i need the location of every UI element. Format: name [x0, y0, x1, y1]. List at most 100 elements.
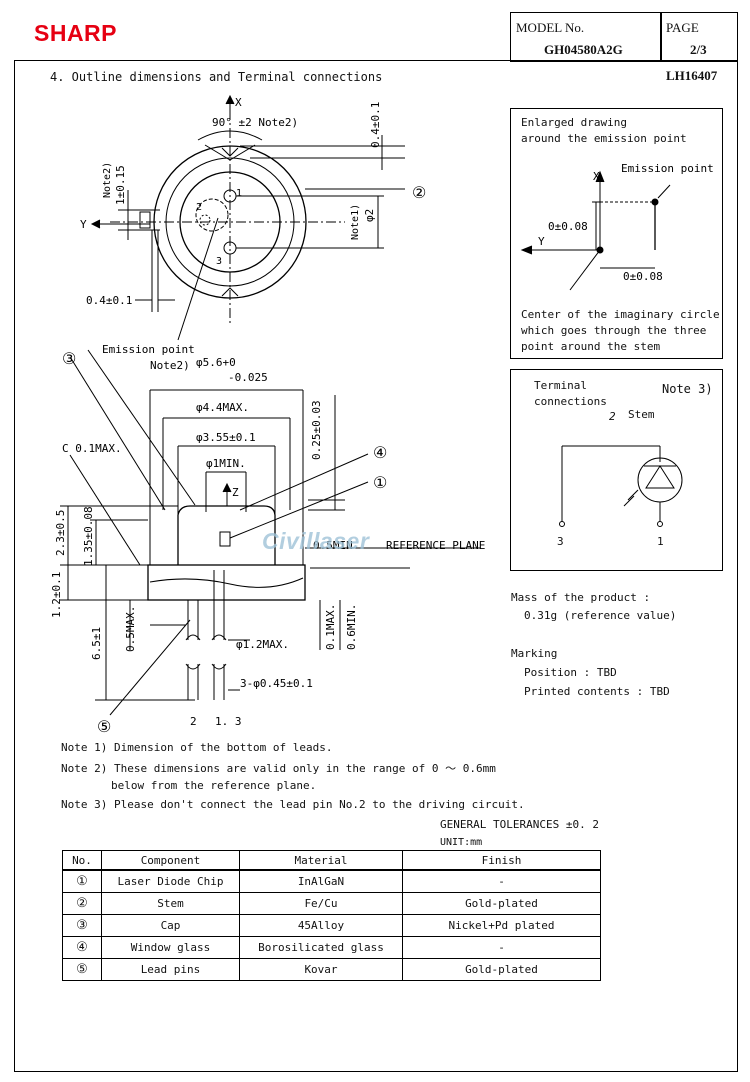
header-material: Material	[239, 850, 403, 871]
enlarged-caption-1: Center of the imaginary circle	[521, 308, 720, 321]
table-row: ⑤ Lead pins Kovar Gold-plated	[62, 958, 601, 981]
page-label: PAGE	[666, 20, 699, 35]
note-2: Note 2) These dimensions are valid only …	[61, 762, 496, 775]
model-box	[510, 12, 662, 62]
enlarged-box	[510, 108, 723, 359]
lead-label-right: 1. 3	[215, 715, 242, 728]
terminal-diagram	[559, 445, 683, 527]
dim-65: 6.5±1	[90, 627, 103, 660]
axis-z-label: Z	[232, 486, 239, 499]
cell-finish: -	[402, 869, 601, 893]
cell-material: 45Alloy	[239, 914, 403, 937]
enlarged-emission: Emission point	[621, 162, 714, 175]
note-3: Note 3) Please don't connect the lead pi…	[61, 798, 525, 811]
chamfer-label: C 0.1MAX.	[62, 442, 122, 455]
cell-component: Lead pins	[101, 958, 240, 981]
phi1-label: φ1MIN.	[206, 457, 246, 470]
lead-label-left: 2	[190, 715, 197, 728]
dim-phi12: φ1.2MAX.	[236, 638, 289, 651]
dim-phi2: φ2	[363, 209, 376, 222]
dim-05min: 0.5MIN	[313, 539, 353, 552]
header-component: Component	[101, 850, 240, 871]
page-frame	[14, 60, 738, 1072]
phi56-note: Note2)	[150, 359, 190, 372]
cell-finish: Nickel+Pd plated	[402, 914, 601, 937]
header-no: No.	[62, 850, 102, 871]
note-1: Note 1) Dimension of the bottom of leads…	[61, 741, 333, 754]
table-row: ④ Window glass Borosilicated glass -	[62, 936, 601, 959]
cell-component: Laser Diode Chip	[101, 869, 240, 893]
section-title: 4. Outline dimensions and Terminal conne…	[50, 70, 383, 84]
terminal-pin-right: 1	[657, 535, 664, 548]
enlarged-title-1: Enlarged drawing	[521, 116, 627, 129]
table-row: ② Stem Fe/Cu Gold-plated	[62, 892, 601, 915]
cell-component: Window glass	[101, 936, 240, 959]
table-header-row: No. Component Material Finish	[62, 850, 601, 871]
pin1-label: 1	[236, 188, 242, 199]
enlarged-x: X	[593, 170, 600, 183]
dim-left-top: 1±0.15	[114, 165, 127, 205]
dim-12: 1.2±0.1	[50, 572, 63, 618]
cell-material: InAlGaN	[239, 869, 403, 893]
angle-label: 90° ±2 Note2)	[212, 116, 298, 129]
dim-left-04: 0.4±0.1	[86, 294, 132, 307]
cell-finish: -	[402, 936, 601, 959]
axis-x-label: X	[235, 96, 242, 109]
watermark-logo: Civillaser	[262, 528, 370, 554]
enlarged-dim-y: 0±0.08	[548, 220, 588, 233]
model-label: MODEL No.	[516, 20, 585, 35]
dim-leads: 3-φ0.45±0.1	[240, 677, 313, 690]
dim-01: 0.1MAX.	[324, 604, 337, 650]
mass-value: 0.31g (reference value)	[524, 609, 677, 622]
axis-y-label: Y	[80, 218, 87, 231]
callout-3: ③	[62, 349, 76, 368]
cell-finish: Gold-plated	[402, 958, 601, 981]
mass-label: Mass of the product :	[511, 591, 651, 604]
callout-5: ⑤	[97, 717, 111, 736]
enlarged-caption-2: which goes through the three	[521, 324, 707, 337]
parts-table: No. Component Material Finish ① Laser Di…	[62, 850, 601, 981]
cell-no: ④	[62, 936, 102, 959]
phi56-label: φ5.6+0	[196, 356, 236, 369]
enlarged-dim-x: 0±0.08	[623, 270, 663, 283]
dim-05max: 0.5MAX.	[124, 606, 137, 652]
note-2-cont: below from the reference plane.	[111, 779, 317, 792]
marking-label: Marking	[511, 647, 558, 660]
page-box	[660, 12, 738, 62]
enlarged-diagram: X Y Emission point 0±0.08 0±0.08	[520, 162, 714, 291]
pin2-label: 2	[196, 202, 202, 213]
cell-component: Cap	[101, 914, 240, 937]
dim-phi2-note: Note1)	[350, 204, 361, 240]
dim-left-note: Note2)	[102, 162, 113, 198]
page-number: 2/3	[690, 42, 707, 57]
marking-position: Position : TBD	[524, 666, 617, 679]
enlarged-title-2: around the emission point	[521, 132, 687, 145]
terminal-stem-label: Stem	[628, 408, 655, 421]
model-number: GH04580A2G	[544, 42, 623, 57]
header-finish: Finish	[402, 850, 601, 871]
cell-finish: Gold-plated	[402, 892, 601, 915]
terminal-title-2: connections	[534, 395, 607, 408]
phi355-label: φ3.55±0.1	[196, 431, 256, 444]
dim-135: 1.35±0.08	[82, 506, 95, 566]
cell-material: Fe/Cu	[239, 892, 403, 915]
general-tolerances: GENERAL TOLERANCES ±0. 2	[440, 818, 599, 831]
terminal-box	[510, 369, 723, 571]
table-row: ③ Cap 45Alloy Nickel+Pd plated	[62, 914, 601, 937]
dim-23: 2.3±0.5	[54, 510, 67, 556]
phi44-label: φ4.4MAX.	[196, 401, 249, 414]
table-row: ① Laser Diode Chip InAlGaN -	[62, 869, 601, 893]
sharp-logo: SHARP	[34, 20, 118, 46]
reference-plane-label: REFERENCE PLANE	[386, 539, 485, 552]
cell-no: ①	[62, 869, 102, 893]
terminal-title-1: Terminal	[534, 379, 587, 392]
enlarged-caption-3: point around the stem	[521, 340, 661, 353]
terminal-note: Note 3)	[662, 382, 713, 396]
unit-label: UNIT:mm	[440, 837, 483, 848]
cell-no: ②	[62, 892, 102, 915]
outline-drawing: X Y 90° ±2 Note2) 0.4±0.1 Note2) 1±0.15 …	[50, 94, 485, 736]
cell-component: Stem	[101, 892, 240, 915]
marking-printed: Printed contents : TBD	[524, 685, 670, 698]
phi56-tol: -0.025	[228, 371, 268, 384]
cell-no: ③	[62, 914, 102, 937]
